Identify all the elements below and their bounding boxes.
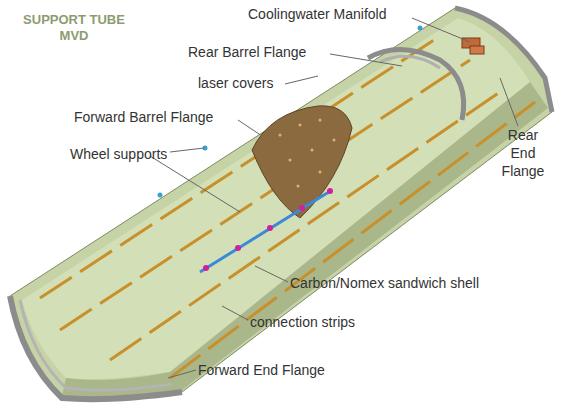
- rear-end-flange: [455, 8, 552, 112]
- rear-barrel-flange-rim: [380, 56, 440, 68]
- diagram-title: SUPPORT TUBE MVD: [22, 12, 126, 44]
- part-label: Rear Barrel Flange: [188, 44, 306, 60]
- part-label: laser covers: [198, 75, 273, 91]
- tube-inner: [22, 18, 530, 379]
- wheel-support-rod: [200, 190, 332, 272]
- part-label: Carbon/Nomex sandwich shell: [290, 275, 479, 291]
- rear-barrel-flange: [368, 49, 464, 120]
- part-label: Rear End Flange: [496, 126, 550, 180]
- connection-strips: [40, 36, 535, 378]
- wheel-supports: [158, 26, 423, 272]
- tube-shell: [10, 8, 552, 399]
- part-label: Coolingwater Manifold: [248, 6, 387, 22]
- tube-near-wall: [62, 82, 548, 397]
- part-label: Wheel supports: [70, 146, 167, 162]
- forward-barrel-flange: [252, 106, 352, 218]
- part-label: Forward Barrel Flange: [74, 109, 213, 125]
- leader-lines: [150, 18, 518, 378]
- forward-end-flange-rim: [20, 300, 172, 390]
- part-label: Forward End Flange: [198, 362, 325, 378]
- forward-end-flange: [10, 296, 182, 399]
- part-label: connection strips: [250, 314, 355, 330]
- flange-dots: [279, 119, 336, 188]
